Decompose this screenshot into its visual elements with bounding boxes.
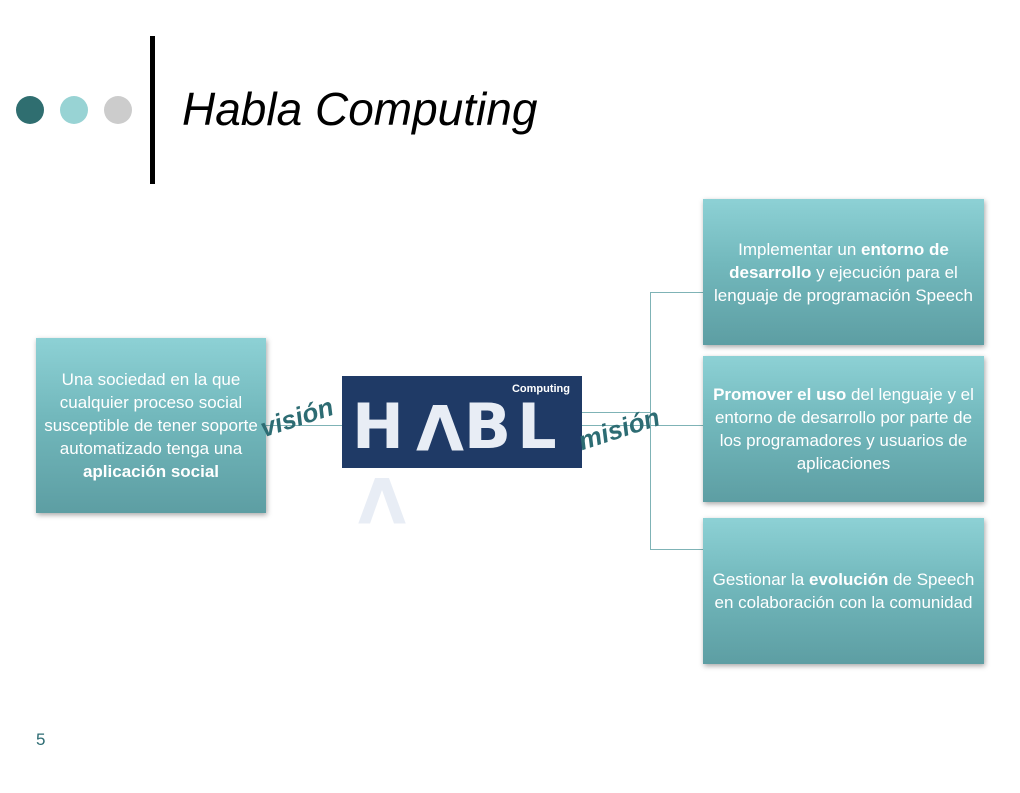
dot-light <box>60 96 88 124</box>
connector-mid <box>650 425 703 426</box>
logo-subtitle: Computing <box>511 383 570 395</box>
habla-logo: Computing HVBLV <box>342 376 582 536</box>
mision-box-1: Implementar un entorno de desarrollo y e… <box>703 199 984 345</box>
connector-top <box>650 292 703 293</box>
connector-left <box>266 425 342 426</box>
label-vision: visión <box>256 391 338 444</box>
dot-grey <box>104 96 132 124</box>
connector-bottom <box>650 549 703 550</box>
mision-box-2: Promover el uso del lenguaje y el entorn… <box>703 356 984 502</box>
connector-vertical <box>650 292 651 549</box>
mision-box-3: Gestionar la evolución de Speech en cola… <box>703 518 984 664</box>
slide-title: Habla Computing <box>182 83 538 135</box>
title-divider <box>150 36 155 184</box>
logo-word: HVBLV <box>352 390 563 536</box>
connector-upper-branch <box>582 412 650 413</box>
vision-box: Una sociedad en la que cualquier proceso… <box>36 338 266 513</box>
vision-text: Una sociedad en la que cualquier proceso… <box>44 370 258 481</box>
mision-text-3: Gestionar la evolución de Speech en cola… <box>712 570 975 612</box>
page-number: 5 <box>36 730 46 749</box>
mision-text-1: Implementar un entorno de desarrollo y e… <box>714 239 973 305</box>
mision-text-2: Promover el uso del lenguaje y el entorn… <box>713 385 974 473</box>
connector-main <box>582 425 650 426</box>
dot-dark <box>16 96 44 124</box>
